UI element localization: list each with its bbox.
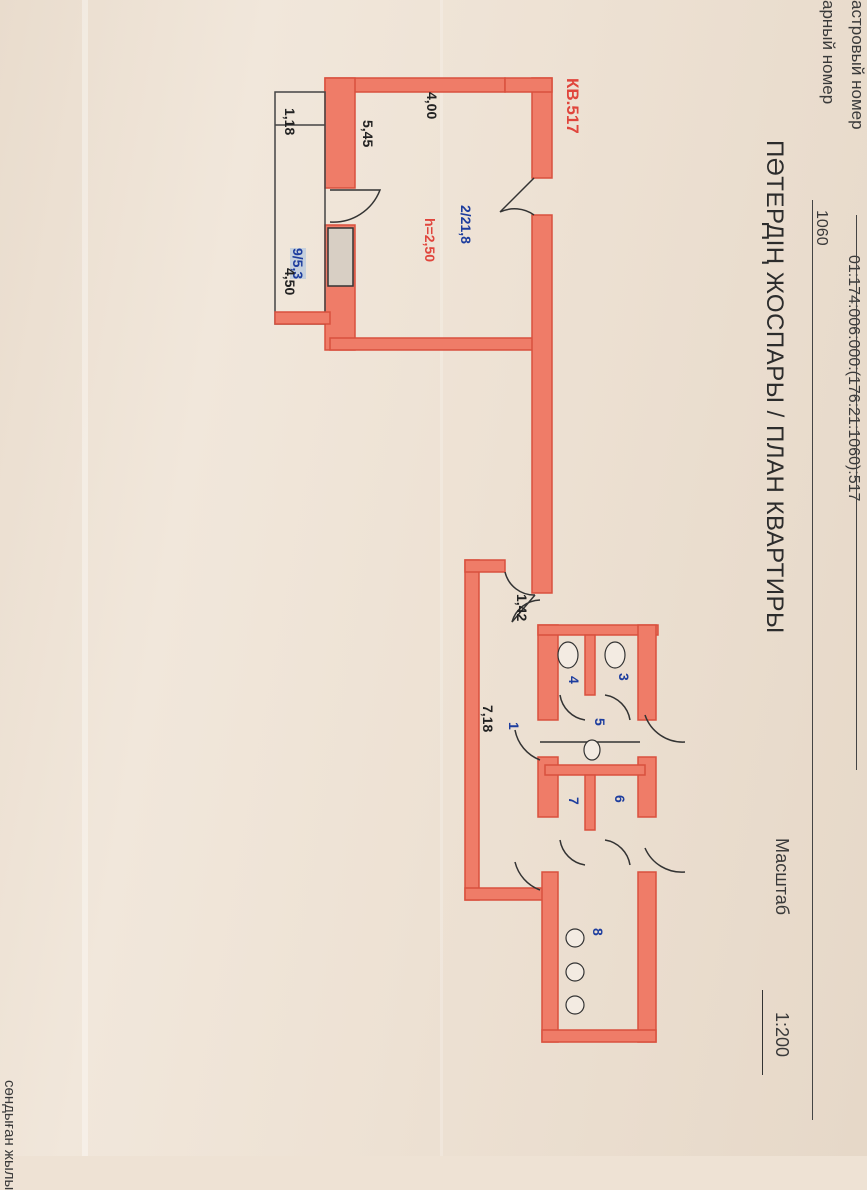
wall [541, 871, 559, 1043]
document-sheet [0, 0, 867, 1156]
scale-underline [762, 990, 763, 1075]
apartment-label: КВ.517 [563, 78, 582, 134]
paper-fold [440, 0, 443, 1156]
room-1-label: 1 [506, 722, 522, 730]
door-arc [514, 729, 640, 761]
wall [504, 77, 553, 93]
room-2-label: 2/21,8 [458, 205, 474, 244]
ceiling-height: h=2,50 [422, 218, 438, 262]
wall [541, 1029, 657, 1043]
header-underline [856, 215, 857, 770]
wall [637, 624, 657, 721]
door-arc [604, 694, 631, 721]
toilet [557, 641, 579, 669]
sink [565, 928, 585, 948]
dimension-1-42: 1,42 [514, 594, 530, 622]
toilet [604, 641, 626, 669]
wall [464, 559, 480, 901]
wall [324, 77, 356, 189]
door-arc [514, 861, 541, 891]
wall [544, 764, 646, 776]
dimension-4-00: 4,00 [424, 92, 440, 120]
wall [584, 634, 596, 696]
header-underline [812, 200, 813, 1120]
door-arc [604, 839, 631, 866]
room-8-label: 8 [590, 928, 606, 936]
floor-plan [274, 77, 686, 1043]
door-arc [504, 571, 541, 623]
wall [584, 774, 596, 831]
sink [565, 995, 585, 1015]
paper-fold [82, 0, 88, 1156]
wall [464, 887, 546, 901]
wall [531, 77, 553, 179]
wall [329, 337, 536, 351]
wall [464, 559, 506, 573]
room-7-label: 7 [566, 797, 582, 805]
room-3-label: 3 [616, 673, 632, 681]
dimension-7-18: 7,18 [480, 705, 496, 733]
door-arc [329, 189, 382, 223]
door-arc [644, 714, 686, 743]
door-arc [559, 694, 586, 721]
footer-cut-text: сөндыған жылы [1, 1080, 18, 1190]
room-4-label: 4 [566, 676, 582, 684]
door-arc [644, 847, 686, 873]
room-5-label: 5 [592, 718, 608, 726]
door-arc [499, 177, 535, 216]
room-6-label: 6 [612, 795, 628, 803]
dimension-1-18: 1,18 [282, 108, 298, 136]
wall [531, 214, 553, 594]
door-arc [559, 839, 586, 866]
sink [583, 739, 601, 761]
dimension-4-50: 4,50 [282, 268, 298, 296]
wall [537, 624, 559, 721]
wall [537, 624, 659, 636]
window [327, 227, 354, 287]
dimension-5-45: 5,45 [360, 120, 376, 148]
wall [637, 871, 657, 1043]
sink [565, 962, 585, 982]
